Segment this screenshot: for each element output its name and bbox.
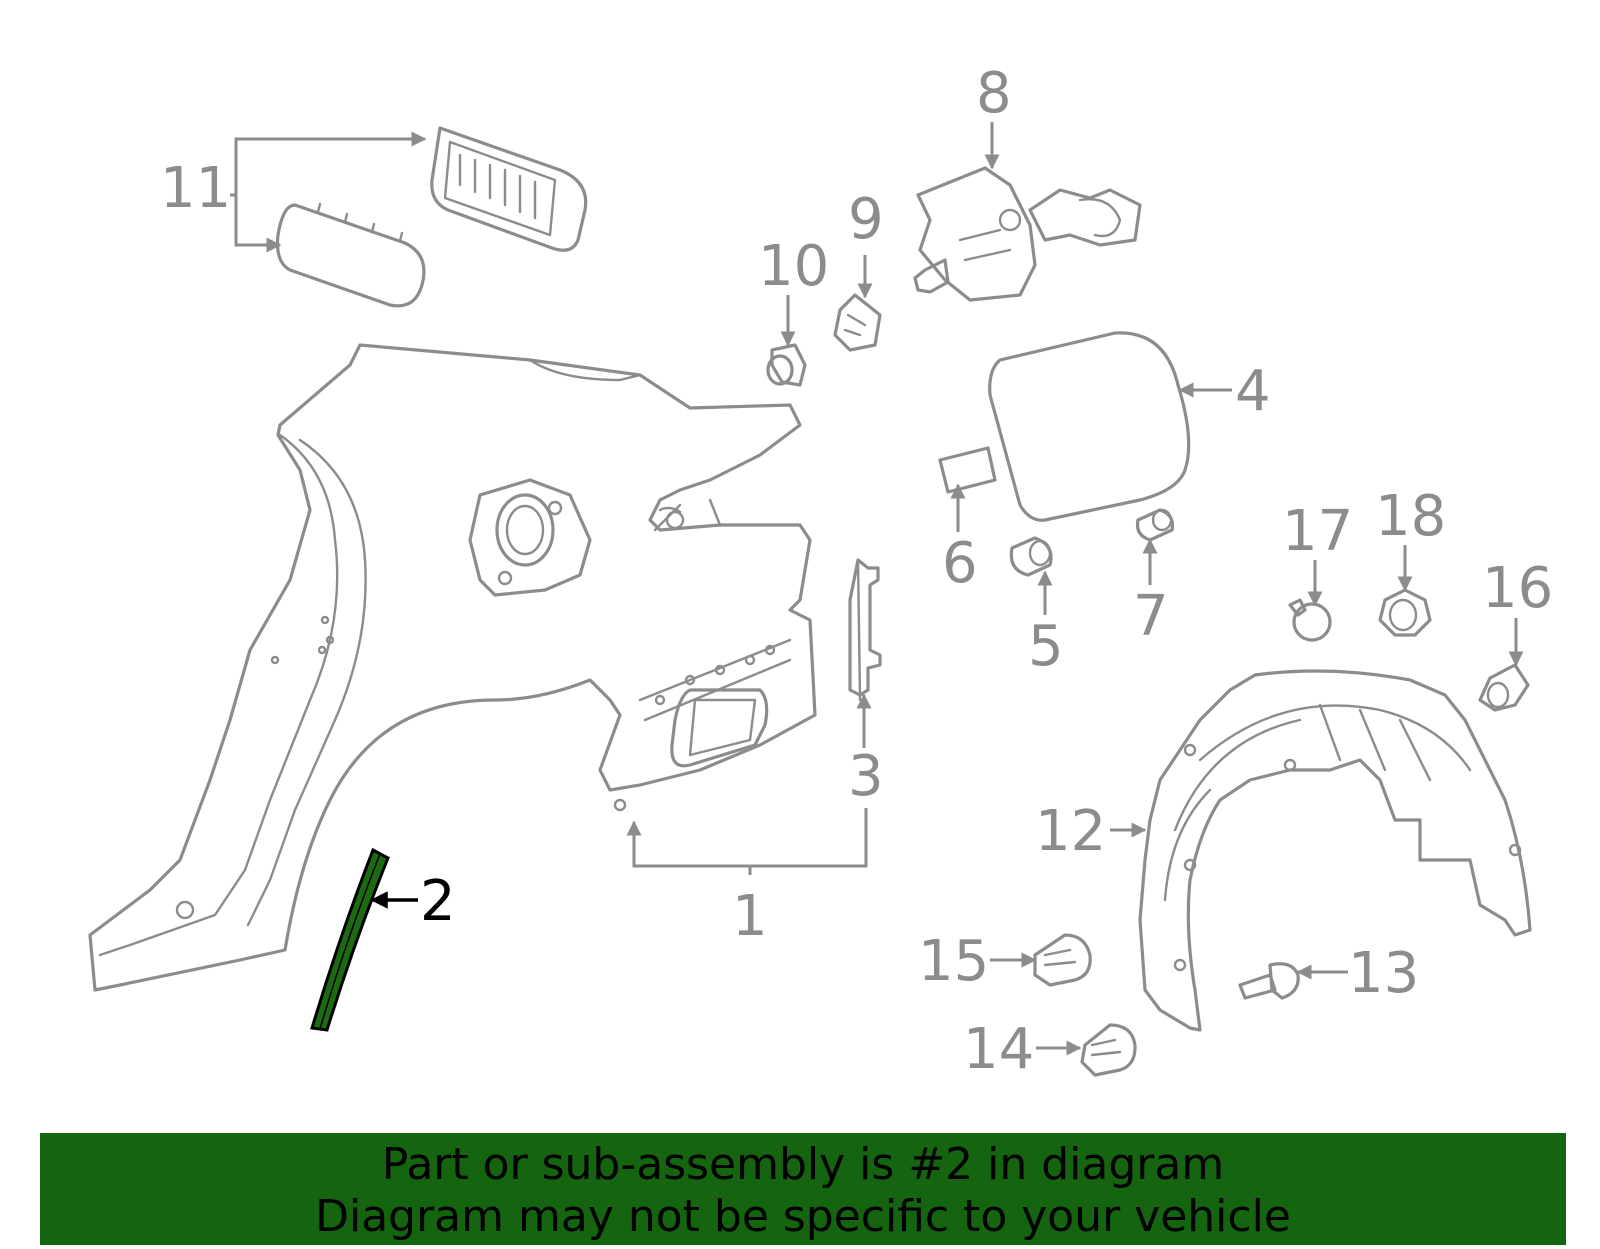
part-13-screw bbox=[1238, 962, 1300, 1000]
part-8-lock-actuator bbox=[913, 166, 1142, 302]
callout-7: 7 bbox=[1133, 584, 1169, 649]
callout-4: 4 bbox=[1235, 359, 1271, 424]
callout-1: 1 bbox=[732, 884, 768, 949]
callout-17: 17 bbox=[1282, 499, 1353, 564]
callout-15: 15 bbox=[918, 929, 989, 994]
part-11-vent-housing bbox=[430, 126, 588, 252]
part-9-retainer bbox=[833, 293, 882, 352]
part-15-clip bbox=[1033, 933, 1092, 987]
part-1-quarter-panel bbox=[88, 343, 817, 992]
rear-inner-panel bbox=[613, 498, 792, 812]
callout-9: 9 bbox=[848, 187, 884, 252]
part-4-fuel-door bbox=[988, 331, 1191, 522]
callout-8: 8 bbox=[976, 61, 1012, 126]
leader-lines bbox=[230, 122, 1524, 1056]
part-2-wheel-arch-moulding bbox=[310, 847, 390, 1032]
callout-5: 5 bbox=[1028, 614, 1064, 679]
part-5-bumper bbox=[1009, 536, 1053, 577]
part-18-nut bbox=[1378, 588, 1432, 637]
callout-14: 14 bbox=[963, 1017, 1034, 1082]
callout-labels: 11 10 9 8 4 6 5 7 17 18 16 3 1 12 15 13 … bbox=[160, 61, 1553, 1082]
banner-line-2: Diagram may not be specific to your vehi… bbox=[315, 1191, 1291, 1242]
callout-16: 16 bbox=[1482, 556, 1553, 621]
banner-line-1: Part or sub-assembly is #2 in diagram bbox=[381, 1139, 1225, 1190]
part-3-bracket bbox=[848, 558, 882, 702]
callout-6: 6 bbox=[942, 531, 978, 596]
callout-12: 12 bbox=[1035, 799, 1106, 864]
fuel-filler-pocket bbox=[468, 478, 592, 597]
part-16-clip bbox=[1478, 663, 1530, 712]
callout-10: 10 bbox=[758, 234, 829, 299]
callout-3: 3 bbox=[848, 744, 884, 809]
part-7-cushion bbox=[1135, 508, 1175, 542]
callout-13: 13 bbox=[1348, 941, 1419, 1006]
part-6-label bbox=[938, 446, 997, 494]
part-10-grommet bbox=[766, 343, 807, 387]
part-14-clip bbox=[1080, 1023, 1137, 1077]
callout-18: 18 bbox=[1375, 484, 1446, 549]
part-11-vent-cover bbox=[275, 202, 426, 308]
callout-11: 11 bbox=[160, 156, 231, 221]
callout-2: 2 bbox=[420, 869, 456, 934]
info-banner: Part or sub-assembly is #2 in diagram Di… bbox=[40, 1133, 1566, 1245]
part-17-clip bbox=[1288, 598, 1332, 642]
part-12-wheel-liner bbox=[1138, 669, 1532, 1032]
